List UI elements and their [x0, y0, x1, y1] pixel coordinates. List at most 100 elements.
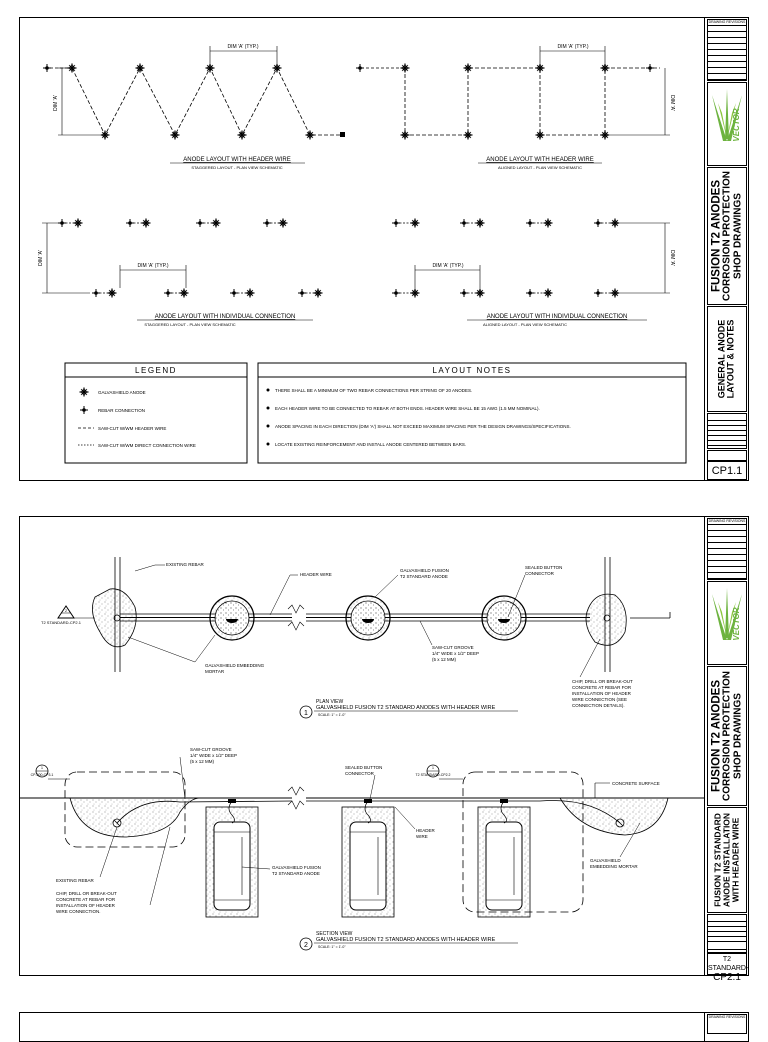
plan-existing-rebar: EXISTING REBAR — [166, 562, 205, 567]
section-chip-1: CHIP, DRILL OR BREAK-OUT — [56, 891, 117, 896]
sheet-cp1-1: DIM 'A' (TYP.) DIM 'A' ANODE LAYOUT WITH… — [19, 17, 749, 481]
plan-groove-1: SAW-CUT GROOVE — [432, 645, 474, 650]
notes-title: LAYOUT NOTES — [432, 366, 511, 375]
company-address-block-2 — [707, 914, 747, 950]
sheet-title-line-2: LAYOUT & NOTES — [726, 319, 736, 399]
dim-label-4: DIM 'A' (TYP.) — [433, 263, 464, 269]
dim-short-1: DIM 'A' — [53, 95, 59, 111]
vector-logo-mark-2: VECTOR — [712, 588, 742, 641]
layout-subtitle-1: STAGGERED LAYOUT - PLAN VIEW SCHEMATIC — [191, 165, 282, 170]
layout-aligned-header: DIM 'A' (TYP.) DIM 'A' ANODE LAYOUT WITH… — [355, 44, 675, 170]
section-mortar-1: GALVASHIELD — [590, 858, 621, 863]
section-scale: SCALE: 1" = 1'-0" — [318, 945, 346, 949]
legend-title: LEGEND — [135, 366, 177, 375]
project-title: FUSION T2 ANODES CORROSION PROTECTION SH… — [707, 167, 747, 305]
section-view: 1 CP-300-CP3.1 1 T2 STANDARD-CP2.2 SAW-C… — [20, 747, 704, 951]
logo-text-2: VECTOR — [732, 607, 741, 640]
section-anode-1: GALVASHIELD FUSION — [272, 865, 321, 870]
section-groove-1: SAW-CUT GROOVE — [190, 747, 232, 752]
legend-item-3: SAW-CUT W/WM HEADER WIRE — [98, 426, 166, 431]
revisions-label-2: DRAWING REVISIONS — [708, 519, 746, 525]
layout-staggered-header: DIM 'A' (TYP.) DIM 'A' ANODE LAYOUT WITH… — [42, 44, 345, 170]
sheet-number-2: T2 STANDARD- CP2.1 — [707, 953, 749, 983]
section-button-1: SEALED BUTTON — [345, 765, 382, 770]
vector-logo-mark: VECTOR — [712, 89, 742, 142]
dim-label-3: DIM 'A' (TYP.) — [138, 263, 169, 269]
section-caption-a: SECTION VIEW — [316, 931, 353, 937]
vector-logo: VECTOR — [707, 82, 747, 166]
plan-ref: T2 STANDARD-CP2.1 — [41, 620, 82, 625]
layout-staggered-individual: DIM 'A' DIM 'A' (TYP.) — [38, 217, 324, 327]
layout-subtitle-3: STAGGERED LAYOUT - PLAN VIEW SCHEMATIC — [144, 322, 235, 327]
note-2: EACH HEADER WIRE TO BE CONNECTED TO REBA… — [275, 406, 540, 411]
sheet-3-partial: DRAWING REVISIONS — [19, 1012, 749, 1042]
dim-label-1: DIM 'A' (TYP.) — [228, 44, 259, 50]
plan-scale: SCALE: 1" = 1'-0" — [318, 713, 346, 717]
section-surface: CONCRETE SURFACE — [612, 781, 660, 786]
revisions-table: DRAWING REVISIONS — [707, 19, 747, 81]
section-header-1: HEADER — [416, 828, 436, 833]
section-chip-2: CONCRETE AT REBAR FOR — [56, 897, 116, 902]
drawing-area-3 — [20, 1013, 705, 1041]
title-block-3: DRAWING REVISIONS — [706, 1013, 748, 1041]
plan-groove-3: (5 x 12 MM) — [432, 657, 457, 662]
legend-box: LEGEND GALVASHIELD ANODE REBAR CONNECTIO… — [64, 362, 248, 464]
plan-groove-2: 1/4" WIDE x 1/2" DEEP — [432, 651, 479, 656]
plan-chip-2: CONCRETE AT REBAR FOR — [572, 685, 632, 690]
plan-chip-3: INSTALLATION OF HEADER — [572, 691, 632, 696]
dim-short-3: DIM 'A' — [38, 250, 44, 266]
section-mortar-2: EMBEDDING MORTAR — [590, 864, 638, 869]
legend-item-4: SAW-CUT W/WM DIRECT CONNECTION WIRE — [98, 443, 196, 448]
plan-chip-5: CONNECTION DETAILS). — [572, 703, 625, 708]
layout-title-1: ANODE LAYOUT WITH HEADER WIRE — [183, 157, 290, 163]
revisions-table-3: DRAWING REVISIONS — [707, 1014, 747, 1034]
section-button-2: CONNECTOR — [345, 771, 375, 776]
plan-anode-1: GALVASHIELD FUSION — [400, 568, 449, 573]
vector-logo-2: VECTOR — [707, 581, 747, 665]
title-block: DRAWING REVISIONS VECTOR FUSION T2 ANODE… — [706, 18, 748, 480]
date-box-2 — [707, 949, 747, 953]
plan-caption-b: GALVASHIELD FUSION T2 STANDARD ANODES WI… — [316, 705, 496, 711]
drawing-canvas: DIM 'A' (TYP.) DIM 'A' ANODE LAYOUT WITH… — [38, 44, 687, 464]
section-groove-3: (5 x 12 MM) — [190, 759, 215, 764]
sheet-cp2-1: 2 T2 STANDARD-CP2.1 EXISTING REBAR HEADE… — [19, 516, 749, 983]
plan-anode-2: T2 STANDARD ANODE — [400, 574, 448, 579]
layout-title-3: ANODE LAYOUT WITH INDIVIDUAL CONNECTION — [155, 314, 296, 320]
section-ref-left: CP-300-CP3.1 — [31, 773, 54, 777]
drawing-canvas-2: 2 T2 STANDARD-CP2.1 EXISTING REBAR HEADE… — [20, 557, 704, 951]
layout-aligned-individual: DIM 'A' (TYP.) DIM 'A' ANODE LAYOUT WITH… — [391, 217, 675, 327]
project-title-line-3: SHOP DRAWINGS — [732, 193, 744, 279]
note-4: LOCATE EXISTING REINFORCEMENT AND INSTAL… — [275, 442, 466, 447]
section-header-2: WIRE — [416, 834, 428, 839]
drawing-area: DIM 'A' (TYP.) DIM 'A' ANODE LAYOUT WITH… — [20, 18, 705, 480]
layout-subtitle-4: ALIGNED LAYOUT - PLAN VIEW SCHEMATIC — [483, 322, 567, 327]
sheet-number: CP1.1 — [707, 461, 747, 480]
dim-short-4: DIM 'A' — [669, 250, 675, 266]
revisions-label-3: DRAWING REVISIONS — [708, 1015, 746, 1019]
title-block-2: DRAWING REVISIONS VECTOR FUSION T2 ANODE… — [706, 517, 749, 983]
sheet-number-2-line-1: T2 STANDARD- — [708, 956, 749, 972]
revisions-label: DRAWING REVISIONS — [708, 20, 746, 26]
note-1: THERE SHALL BE A MINIMUM OF TWO REBAR CO… — [275, 388, 472, 393]
plan-mortar-2: MORTAR — [205, 669, 225, 674]
layout-notes-box: LAYOUT NOTES THERE SHALL BE A MINIMUM OF… — [257, 362, 687, 464]
plan-caption-num: 1 — [304, 710, 308, 717]
plan-button-2: CONNECTOR — [525, 571, 555, 576]
company-address-block — [707, 413, 747, 449]
sheet-number-2-line-2: CP2.1 — [713, 972, 741, 983]
section-rebar: EXISTING REBAR — [56, 878, 95, 883]
legend-item-1: GALVASHIELD ANODE — [98, 390, 146, 395]
plan-button-1: SEALED BUTTON — [525, 565, 562, 570]
layout-title-4: ANODE LAYOUT WITH INDIVIDUAL CONNECTION — [487, 314, 628, 320]
date-box — [707, 450, 747, 461]
section-chip-3: INSTALLATION OF HEADER — [56, 903, 116, 908]
sheet-title-2-line-3: WITH HEADER WIRE — [730, 817, 741, 903]
project-title-2-line-2: CORROSION PROTECTION — [721, 670, 733, 802]
layout-subtitle-2: ALIGNED LAYOUT - PLAN VIEW SCHEMATIC — [498, 165, 582, 170]
section-ref-right-num: 1 — [432, 766, 434, 770]
project-title-2: FUSION T2 ANODES CORROSION PROTECTION SH… — [707, 666, 747, 806]
plan-caption-a: PLAN VIEW — [316, 699, 344, 705]
section-caption-num: 2 — [304, 942, 308, 949]
section-ref-right: T2 STANDARD-CP2.2 — [416, 773, 451, 777]
layout-title-2: ANODE LAYOUT WITH HEADER WIRE — [486, 157, 593, 163]
